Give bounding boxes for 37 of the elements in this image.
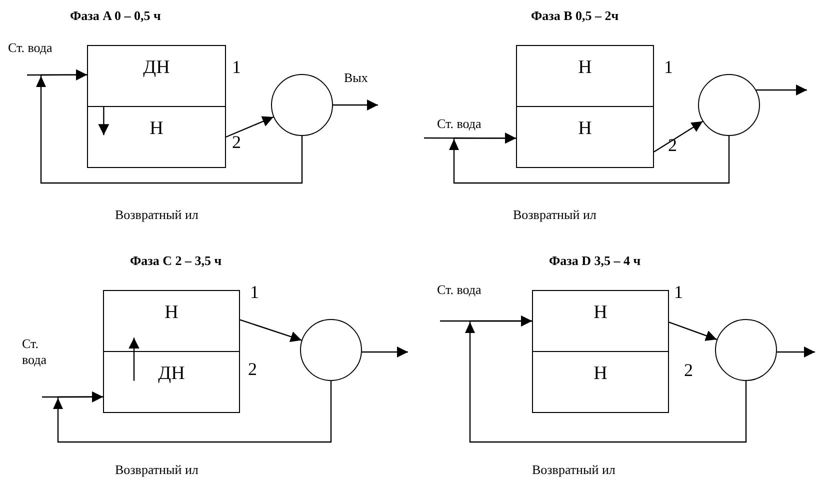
phase-title: Фаза B 0,5 – 2ч bbox=[531, 8, 619, 24]
flow-label: Вых bbox=[344, 70, 368, 86]
zone-label: ДН bbox=[143, 58, 170, 79]
zone-number: 1 bbox=[250, 283, 259, 303]
zone-number: 2 bbox=[232, 133, 241, 153]
reactor-zone bbox=[103, 351, 240, 413]
reactor-zone bbox=[87, 45, 226, 107]
phase-title: Фаза A 0 – 0,5 ч bbox=[70, 8, 161, 24]
reactor-zone bbox=[87, 106, 226, 168]
phase-title: Фаза C 2 – 3,5 ч bbox=[130, 253, 222, 270]
flow-label: Возвратный ил bbox=[115, 207, 198, 224]
reactor-zone bbox=[532, 351, 669, 413]
phase-title: Фаза D 3,5 – 4 ч bbox=[549, 253, 641, 270]
zone-number: 1 bbox=[674, 283, 683, 303]
reactor-zone bbox=[103, 290, 240, 352]
flow-label: Ст. вода bbox=[437, 282, 482, 298]
reactor-zone bbox=[532, 290, 669, 352]
flow-label: Ст. вода bbox=[22, 336, 48, 368]
zone-label: Н bbox=[578, 58, 592, 79]
zone-number: 2 bbox=[668, 136, 677, 156]
zone-number: 1 bbox=[232, 58, 241, 78]
zone-label: ДН bbox=[158, 364, 185, 385]
zone-label: Н bbox=[594, 364, 608, 385]
zone-label: Н bbox=[150, 119, 164, 140]
zone-label: Н bbox=[578, 119, 592, 140]
flow-label: Ст. вода bbox=[437, 116, 482, 132]
zone-number: 2 bbox=[684, 361, 693, 381]
zone-number: 2 bbox=[248, 360, 257, 380]
flow-label: Возвратный ил bbox=[513, 207, 596, 224]
zone-number: 1 bbox=[664, 58, 673, 78]
flow-label: Возвратный ил bbox=[532, 462, 616, 478]
flow-label: Ст. вода bbox=[8, 40, 52, 56]
reactor-zone bbox=[516, 45, 654, 107]
flow-label: Возвратный ил bbox=[115, 462, 198, 478]
zone-label: Н bbox=[594, 303, 608, 324]
reactor-zone bbox=[516, 106, 654, 168]
zone-label: Н bbox=[164, 303, 178, 324]
